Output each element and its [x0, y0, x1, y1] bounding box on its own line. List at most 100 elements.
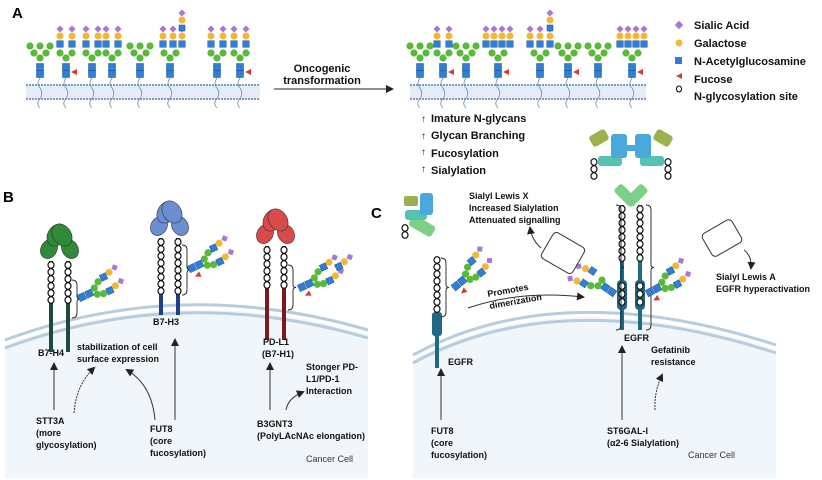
n-acetylglucosamine-residue	[242, 40, 250, 48]
n-acetylglucosamine-residue	[632, 40, 640, 48]
n-acetylglucosamine-residue	[215, 256, 225, 267]
mannose-residue	[564, 42, 572, 50]
mannose-residue	[88, 54, 96, 62]
mannose-residue	[94, 278, 102, 286]
galactose-residue	[481, 263, 489, 271]
n-glycosylation-site	[263, 267, 271, 275]
legend-label: Fucose	[694, 74, 733, 86]
mannose-residue	[472, 42, 480, 50]
n-glycosylation-site	[636, 282, 644, 290]
egfr-domain-iii	[635, 134, 651, 158]
up-arrow-icon: ↑	[421, 164, 426, 175]
mannose-residue	[102, 49, 110, 57]
change-item: ↑ Sialylation	[421, 164, 486, 177]
n-glycosylation-site	[636, 233, 644, 241]
bracket	[615, 204, 625, 331]
n-glycosylation-site	[47, 289, 55, 297]
n-glycosylation-site	[157, 280, 165, 288]
glycans-before	[26, 9, 251, 109]
panel-b-label: B	[3, 189, 14, 206]
n-acetylglucosamine-residue	[536, 40, 544, 48]
mannose-residue	[584, 42, 592, 50]
n-glycosylation-site	[47, 282, 55, 290]
n-glycosylation-site	[636, 219, 644, 227]
n-acetylglucosamine-residue	[439, 63, 447, 71]
mannose-residue	[242, 49, 250, 57]
mannose-residue	[136, 42, 144, 50]
branched-glycan	[450, 246, 493, 294]
mannose-residue	[594, 42, 602, 50]
panel-a-label: A	[12, 5, 23, 22]
galactose-residue	[82, 32, 90, 40]
n-glycosylation-site	[174, 287, 182, 295]
cancer-cell-b	[5, 309, 368, 478]
fucose-residue	[448, 69, 454, 75]
fucose-residue	[71, 69, 77, 75]
fucose-residue	[461, 287, 468, 294]
n-acetylglucosamine-residue	[616, 40, 624, 48]
n-glycosylation-site	[636, 226, 644, 234]
sialic-acid-icon	[674, 20, 684, 30]
n-acetylglucosamine-residue	[494, 63, 502, 71]
n-acetylglucosamine-residue	[187, 263, 197, 273]
enzyme-b3gnt3-line2: (PolyLAcNAc elongation)	[257, 431, 365, 441]
n-glycosylation-site	[64, 282, 72, 290]
sialic-acid-residue	[546, 9, 554, 17]
n-acetylglucosamine-residue	[208, 243, 219, 253]
protein-tether	[463, 77, 469, 109]
n-acetylglucosamine-residue	[166, 70, 174, 78]
n-glycosylation-site	[263, 274, 271, 282]
mannose-residue	[461, 270, 470, 278]
galactose-residue	[159, 32, 167, 40]
change-text: Imature N-glycans	[431, 113, 526, 125]
egfr-kinase-domain	[432, 312, 442, 336]
panel-c-label: C	[371, 205, 382, 222]
protein-tether	[565, 77, 571, 109]
mannose-residue	[439, 54, 447, 62]
mannose-residue	[314, 268, 322, 276]
n-acetylglucosamine-residue	[600, 282, 611, 293]
mannose-residue	[604, 42, 612, 50]
galactose-residue	[94, 32, 102, 40]
sialic-acid-residue	[486, 257, 493, 264]
mannose-residue	[598, 276, 606, 284]
mannose-residue	[108, 54, 116, 62]
cancer-cell-label-b: Cancer Cell	[306, 454, 353, 464]
n-acetylglucosamine-residue	[136, 70, 144, 78]
n-glycosylation-site	[280, 274, 288, 282]
sialic-acid-residue	[536, 25, 544, 33]
mannose-residue	[56, 49, 64, 57]
n-acetylglucosamine-residue	[536, 70, 544, 78]
n-acetylglucosamine-residue	[219, 40, 227, 48]
n-glycosylation-site	[618, 212, 626, 220]
fucose-residue	[304, 290, 312, 296]
n-acetylglucosamine-residue	[466, 256, 477, 267]
n-glycosylation-site	[636, 205, 644, 213]
mannose-residue	[410, 49, 418, 57]
egfr-domain-iii	[420, 193, 433, 215]
sialic-acid-residue	[567, 275, 574, 282]
change-item: ↑ Fucosylation	[421, 147, 499, 160]
sialic-acid-residue	[677, 257, 685, 264]
galactose-residue	[114, 32, 122, 40]
mannose-residue	[554, 42, 562, 50]
n-glycosylation-site	[157, 287, 165, 295]
n-glycosylation-site	[64, 275, 72, 283]
n-acetylglucosamine-residue	[159, 40, 167, 48]
effect-line2: surface expression	[77, 354, 159, 364]
n-glycosylation-site	[618, 290, 626, 298]
n-acetylglucosamine-residue	[526, 40, 534, 48]
galactose-residue	[632, 32, 640, 40]
n-glycosylation-site	[64, 289, 72, 297]
mannose-residue	[310, 274, 318, 282]
branched-glycan	[567, 263, 618, 298]
mannose-residue	[494, 54, 502, 62]
mannose-residue	[146, 42, 154, 50]
sialic-acid-residue	[94, 25, 102, 33]
n-glycosylation-site	[64, 296, 72, 304]
enzyme-fut8-c-line2: (core	[431, 438, 453, 448]
n-glycosylation-site	[401, 224, 409, 232]
enzyme-fut8-b-line2: (core	[150, 436, 172, 446]
up-arrow-icon: ↑	[421, 147, 426, 158]
panel-a: A Oncogenic transformation ↑ Imature N-g…	[12, 5, 806, 177]
